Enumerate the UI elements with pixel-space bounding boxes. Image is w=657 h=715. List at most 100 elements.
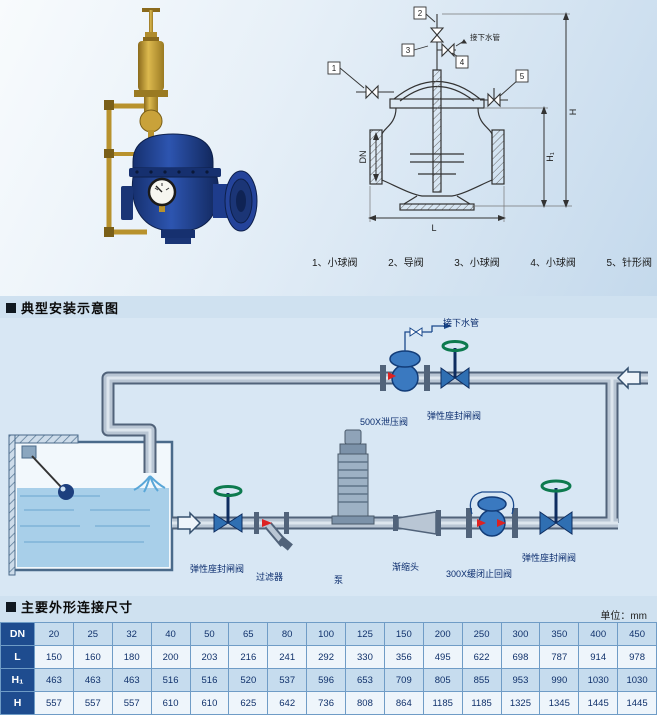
dimension-cell: 990 [539,668,580,692]
caption-item: 4、小球阀 [530,258,576,269]
valve-photo-image [104,8,258,244]
float-valve-bracket [21,445,37,459]
dimension-cell: 1185 [422,691,463,715]
dimension-cell: 653 [345,668,385,692]
check-valve-300x [466,491,518,538]
section-title: 主要外形连接尺寸 [21,600,134,615]
dimension-cell: 520 [228,668,269,692]
dimension-cell: 125 [345,622,385,646]
callout-1: 1 [332,64,337,73]
dimension-cell: 622 [461,645,502,669]
dimension-cell: 80 [267,622,308,646]
row-label: H₁ [0,668,35,692]
label-relief-valve: 500X泄压阀 [360,417,409,427]
dim-h1-label: H₁ [545,152,555,162]
dimension-cell: 1030 [617,668,657,692]
dimension-cell: 216 [228,645,269,669]
pump [331,429,375,525]
dimension-cell: 953 [500,668,541,692]
dimension-cell: 241 [267,645,308,669]
water-spray [133,475,166,493]
gate-valve-2 [539,479,573,535]
dimension-cell: 203 [189,645,230,669]
label-pump: 泵 [334,575,344,585]
drain-pipe-label: 接下水管 [470,32,500,42]
dimension-cell: 160 [72,645,113,669]
dimension-cell: 25 [72,622,113,646]
dimension-cell: 400 [578,622,619,646]
dimension-cell: 787 [539,645,580,669]
dimension-cell: 495 [422,645,463,669]
dimension-cell: 537 [267,668,308,692]
caption-item: 1、小球阀 [312,258,358,269]
dim-h-label: H [568,109,578,116]
spring-chamber [138,41,164,91]
callout-4: 4 [460,58,465,67]
label-strainer: 过滤器 [256,572,284,582]
dimension-cell: 864 [383,691,424,715]
dimension-cell: 65 [228,622,269,646]
dimension-cell: 463 [34,668,74,692]
dimension-cell: 610 [189,691,230,715]
valve-bonnet [132,133,214,169]
relief-valve-500x [380,323,452,392]
valve-photo [45,2,265,292]
dimension-cell: 40 [150,622,191,646]
dimension-cell: 292 [306,645,346,669]
dimension-cell: 463 [72,668,113,692]
dimension-cell: 20 [34,622,74,646]
strainer [254,512,293,551]
dimension-cell: 350 [539,622,580,646]
dimension-cell: 709 [383,668,424,692]
caption-item: 5、针形阀 [606,258,652,269]
dimension-cell: 516 [189,668,230,692]
label-reducer: 渐缩头 [392,562,420,572]
gate-valve-top [440,340,470,389]
dimension-cell: 200 [422,622,463,646]
dimension-cell: 642 [267,691,308,715]
row-label: DN [0,622,35,646]
label-check-valve: 300X缓闭止回阀 [446,569,513,579]
reducer [393,510,441,536]
dimension-cell: 463 [111,668,152,692]
top-section: 1 2 3 4 5 接下水管 H₁ [0,0,657,296]
dimension-cell: 180 [111,645,152,669]
gate-valve-1 [213,485,243,533]
dimension-cell: 200 [150,645,191,669]
dimension-cell: 516 [150,668,191,692]
dimension-cell: 150 [34,645,74,669]
drawing-caption: 1、小球阀 2、导阀 3、小球阀 4、小球阀 5、针形阀 [312,254,652,269]
section-bullet-icon [6,302,16,313]
float-ball [58,484,74,500]
dimension-cell: 330 [345,645,385,669]
section-header-dimensions: 主要外形连接尺寸 [6,597,133,616]
dimension-cell: 805 [422,668,463,692]
valve-drawing: 1 2 3 4 5 接下水管 H₁ [322,4,657,252]
flow-arrows [177,366,641,535]
label-gate-valve-2: 弹性座封闸阀 [522,553,577,563]
dimension-cell: 557 [34,691,74,715]
dimension-cell: 736 [306,691,346,715]
dimension-cell: 50 [189,622,230,646]
dimension-cell: 914 [578,645,619,669]
dimension-cell: 557 [72,691,113,715]
row-label: H [0,691,35,715]
dimension-cell: 450 [617,622,657,646]
installation-diagram-image [8,323,648,576]
dim-l-label: L [431,223,436,233]
callout-5: 5 [520,72,525,81]
dimension-cell: 300 [500,622,541,646]
section-bullet-icon [6,601,16,612]
dimension-cell: 557 [111,691,152,715]
callout-3: 3 [406,46,411,55]
dimension-cell: 1185 [461,691,502,715]
dimension-cell: 1445 [617,691,657,715]
caption-item: 3、小球阀 [454,258,500,269]
dimension-cell: 808 [345,691,385,715]
